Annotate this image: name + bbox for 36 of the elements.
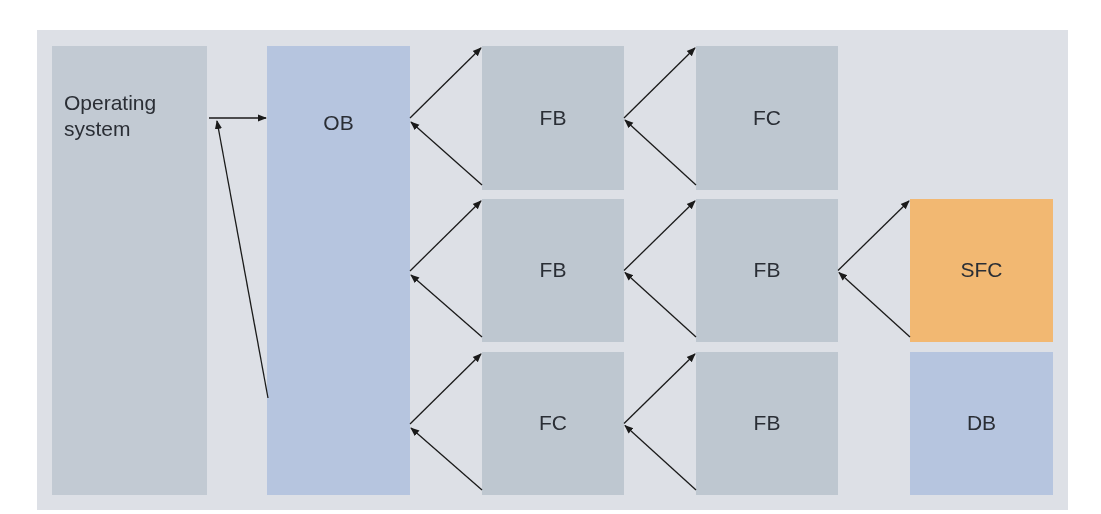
block-label: FB (753, 257, 781, 284)
block-label: FB (539, 104, 567, 131)
arrow (410, 274, 483, 338)
arrow (208, 114, 267, 122)
arrow (838, 271, 911, 338)
block-label: FC (539, 410, 567, 437)
block-label: FC (753, 104, 781, 131)
arrow (623, 200, 696, 272)
block-box (696, 199, 838, 342)
arrow (409, 47, 482, 119)
arrow (409, 200, 482, 272)
arrow (624, 424, 697, 491)
arrow (623, 353, 696, 425)
arrow (623, 47, 696, 119)
block-box (910, 352, 1053, 495)
arrow (214, 120, 269, 399)
block-box (910, 199, 1053, 342)
arrow (837, 200, 910, 272)
block-box (482, 199, 624, 342)
block-box (482, 352, 624, 495)
block-label: Operating system (64, 90, 158, 143)
block-box (696, 46, 838, 190)
arrow (624, 271, 697, 338)
block-box (482, 46, 624, 190)
block-box (267, 46, 410, 495)
block-box (696, 352, 838, 495)
block-label: DB (966, 410, 997, 437)
arrow (409, 353, 482, 425)
block-box (52, 46, 207, 495)
arrow (624, 119, 697, 186)
arrow (410, 121, 483, 186)
arrow (410, 427, 483, 491)
block-label: FB (753, 410, 781, 437)
block-label: SFC (960, 257, 1003, 284)
block-label: OB (323, 110, 354, 136)
block-label: FB (539, 257, 567, 284)
